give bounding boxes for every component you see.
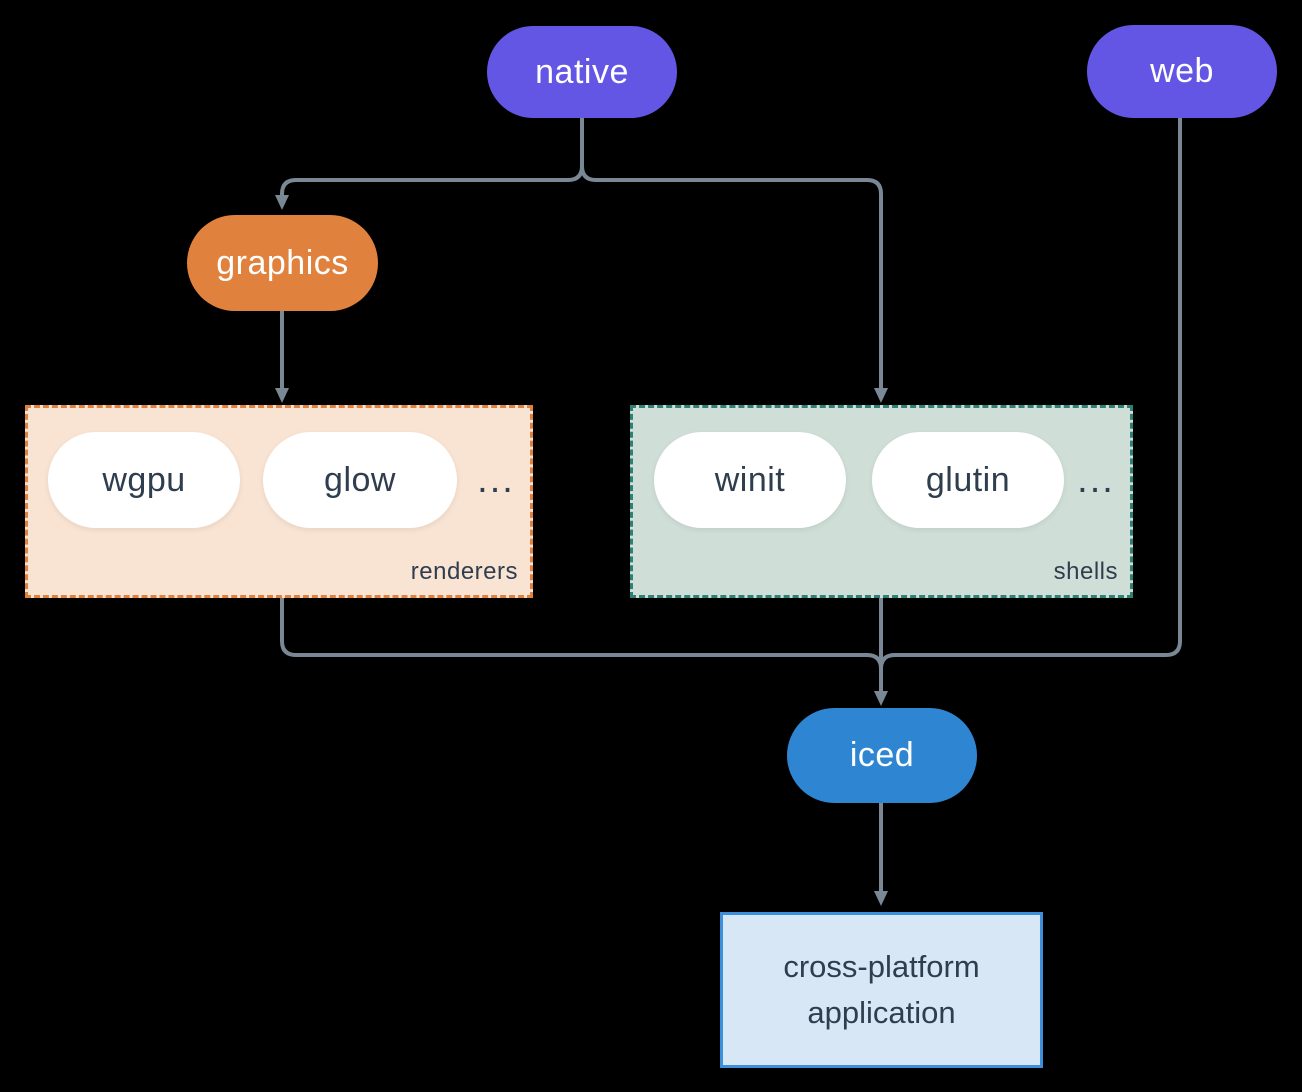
node-cross-platform-application: cross-platform application xyxy=(720,912,1043,1068)
node-glutin: glutin xyxy=(872,432,1064,528)
group-renderers: wgpu glow ... renderers xyxy=(25,405,533,598)
node-graphics: graphics xyxy=(187,215,378,311)
node-web: web xyxy=(1087,25,1277,118)
node-wgpu: wgpu xyxy=(48,432,240,528)
renderers-ellipsis: ... xyxy=(477,458,515,501)
group-shells: winit glutin ... shells xyxy=(630,405,1133,598)
shells-ellipsis: ... xyxy=(1077,458,1115,501)
renderers-group-label: renderers xyxy=(410,558,518,585)
edge-renderers-to-merge xyxy=(280,598,883,670)
node-native: native xyxy=(487,26,677,118)
node-iced: iced xyxy=(787,708,977,803)
edge-native-to-shells xyxy=(580,118,888,403)
node-glow: glow xyxy=(263,432,457,528)
shells-group-label: shells xyxy=(1053,558,1118,585)
node-winit: winit xyxy=(654,432,846,528)
edge-native-to-graphics xyxy=(275,118,584,210)
